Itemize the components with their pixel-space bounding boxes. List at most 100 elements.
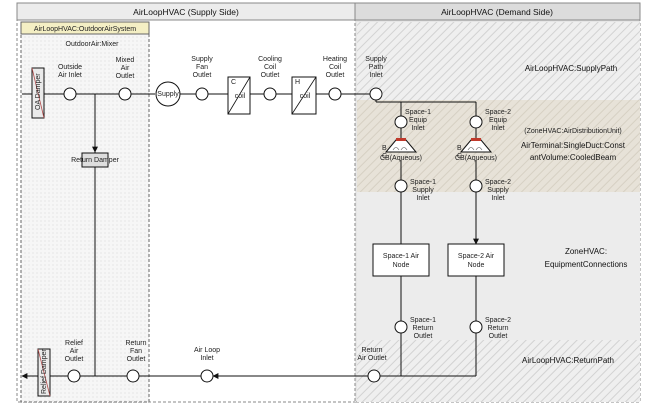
supply-fan-outlet-label: Supply	[191, 56, 213, 63]
relief-air-outlet-label: Air	[70, 348, 79, 355]
return-fan-outlet-node	[126, 369, 140, 383]
space2-return-outlet-node	[469, 320, 483, 334]
beam-letter: B	[382, 145, 387, 152]
space1-equip-inlet-label: Space-1	[405, 109, 431, 116]
space2-equip-inlet-label: Equip	[489, 117, 507, 124]
space1-equip-inlet-node	[394, 115, 408, 129]
mixed-air-outlet-label: Air	[121, 65, 130, 72]
space1-return-outlet-label: Outlet	[414, 333, 433, 340]
outdoor-air-mixer-title: OutdoorAir:Mixer	[66, 41, 120, 48]
space2-return-outlet-label: Space-2	[485, 317, 511, 324]
space2-supply-inlet-label: Inlet	[491, 195, 504, 202]
mixed-air-outlet-label: Outlet	[116, 73, 135, 80]
supply-fan-label: Supply	[157, 91, 179, 98]
space1-air-node-label: Node	[393, 262, 410, 269]
supply-fan	[155, 81, 181, 107]
equipment-connections-label-2: EquipmentConnections	[545, 260, 628, 269]
heating-coil-outlet-label: Outlet	[326, 72, 345, 79]
space1-supply-inlet-label: Supply	[412, 187, 434, 194]
heating-coil-outlet-node	[328, 87, 342, 101]
heating-coil-label: coil	[300, 93, 311, 100]
outside-air-inlet-node	[63, 87, 77, 101]
space1-return-outlet-label: Space-1	[410, 317, 436, 324]
return-fan-outlet-label: Fan	[130, 348, 142, 355]
demand-side-title: AirLoopHVAC (Demand Side)	[441, 7, 553, 17]
cooling-coil-outlet-label: Coil	[264, 64, 277, 71]
supply-path-region	[357, 22, 640, 100]
air-loop-inlet-node	[200, 369, 214, 383]
mixed-air-outlet-label: Mixed	[116, 57, 135, 64]
space2-supply-inlet-node	[469, 179, 483, 193]
space1-supply-inlet-label: Inlet	[416, 195, 429, 202]
outdoor-air-system-header	[20, 21, 150, 35]
return-damper	[81, 152, 109, 168]
cooling-coil-letter: C	[231, 79, 236, 86]
outside-air-inlet-label: Air Inlet	[58, 72, 82, 79]
outdoor-air-system-title: AirLoopHVAC:OutdoorAirSystem	[34, 26, 136, 33]
cooled-beam-label: CB(Aqueous)	[455, 155, 497, 162]
beam-letter: B	[457, 145, 462, 152]
adu-label: (ZoneHVAC:AirDistributionUnit)	[524, 128, 622, 135]
relief-air-outlet-label: Relief	[65, 340, 83, 347]
air-loop-inlet-label: Air Loop	[194, 347, 220, 354]
space1-supply-inlet-label: Space-1	[410, 179, 436, 186]
relief-air-outlet-node	[67, 369, 81, 383]
return-air-outlet-node	[367, 369, 381, 383]
space1-air-node-label: Space-1 Air	[383, 253, 420, 260]
relief-air-outlet-label: Outlet	[65, 356, 84, 363]
return-damper-label: Return Damper	[71, 157, 120, 164]
space1-air-node	[372, 243, 430, 277]
oa-damper-label: OA Damper	[35, 73, 42, 110]
supply-path-inlet-label: Inlet	[369, 72, 382, 79]
heating-coil-outlet-label: Coil	[329, 64, 342, 71]
mixed-air-outlet-node	[118, 87, 132, 101]
relief-damper-label: Relief Damper	[41, 349, 48, 394]
cooled-beam-space2: B C CB(Aqueous)	[455, 138, 497, 162]
supply-path-label: AirLoopHVAC:SupplyPath	[525, 64, 617, 73]
space2-return-outlet-label: Return	[487, 325, 508, 332]
heating-coil-letter: H	[295, 79, 300, 86]
outside-air-inlet-label: Outside	[58, 64, 82, 71]
space1-equip-inlet-label: Equip	[409, 117, 427, 124]
air-loop-inlet-label: Inlet	[200, 355, 213, 362]
air-terminal-label-1: AirTerminal:SingleDuct:Const	[521, 141, 626, 150]
supply-path-inlet-label: Path	[369, 64, 384, 71]
supply-path-inlet-label: Supply	[365, 56, 387, 63]
supply-path-inlet-node	[369, 87, 383, 101]
space2-equip-inlet-node	[469, 115, 483, 129]
space1-return-outlet-label: Return	[412, 325, 433, 332]
beam-coil-letter: C	[457, 153, 462, 160]
cooling-coil-label: coil	[235, 93, 246, 100]
space1-return-outlet-node	[394, 320, 408, 334]
space1-supply-inlet-node	[394, 179, 408, 193]
space2-supply-inlet-label: Space-2	[485, 179, 511, 186]
return-air-outlet-label: Return	[361, 347, 382, 354]
heating-coil-outlet-label: Heating	[323, 56, 347, 63]
space2-equip-inlet-label: Space-2	[485, 109, 511, 116]
cooling-coil-outlet-label: Cooling	[258, 56, 282, 63]
supply-fan-outlet-label: Outlet	[193, 72, 212, 79]
equipment-connections-label-1: ZoneHVAC:	[565, 247, 607, 256]
space2-supply-inlet-label: Supply	[487, 187, 509, 194]
demand-side-header	[354, 2, 641, 21]
space2-air-node-label: Space-2 Air	[458, 253, 495, 260]
space2-return-outlet-label: Outlet	[489, 333, 508, 340]
return-air-outlet-label: Air Outlet	[357, 355, 386, 362]
cooled-beam-label: CB(Aqueous)	[380, 155, 422, 162]
beam-coil-letter: C	[382, 153, 387, 160]
space2-air-node-label: Node	[468, 262, 485, 269]
supply-fan-outlet-label: Fan	[196, 64, 208, 71]
cooling-coil-outlet-label: Outlet	[261, 72, 280, 79]
supply-side-title: AirLoopHVAC (Supply Side)	[133, 7, 239, 17]
return-path-region	[357, 340, 640, 402]
space1-equip-inlet-label: Inlet	[411, 125, 424, 132]
supply-fan-outlet-node	[195, 87, 209, 101]
return-path-label: AirLoopHVAC:ReturnPath	[522, 356, 614, 365]
return-fan-outlet-label: Return	[125, 340, 146, 347]
cooling-coil-outlet-node	[263, 87, 277, 101]
space2-air-node	[447, 243, 505, 277]
air-terminal-label-2: antVolume:CooledBeam	[530, 153, 617, 162]
return-fan-outlet-label: Outlet	[127, 356, 146, 363]
space2-equip-inlet-label: Inlet	[491, 125, 504, 132]
